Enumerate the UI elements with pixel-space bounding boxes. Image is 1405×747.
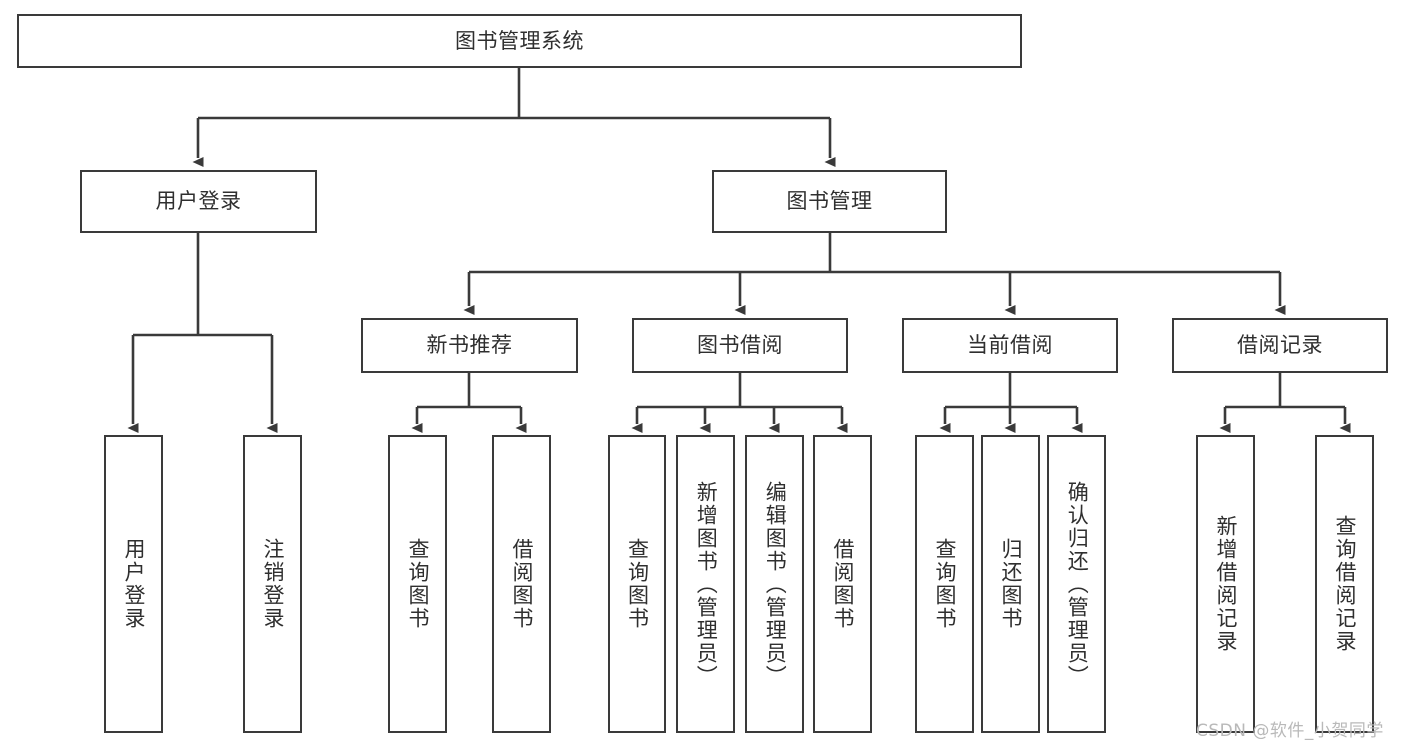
node-label: 借阅记录: [1237, 333, 1323, 358]
node-label: 图书借阅: [697, 333, 783, 358]
node-label: 注销登录: [260, 538, 285, 630]
node-label: 新书推荐: [426, 333, 513, 358]
node-label: 图书管理系统: [455, 28, 584, 53]
node-label: 查询图书: [405, 538, 430, 630]
node-label: 归还图书: [998, 538, 1023, 630]
node-book-borrow[interactable]: 图书借阅: [632, 318, 848, 373]
node-label: 确认归还（管理员）: [1065, 480, 1090, 688]
node-label: 查询图书: [932, 538, 957, 630]
node-label: 查询图书: [625, 538, 650, 630]
node-root-book-management-system[interactable]: 图书管理系统: [17, 14, 1022, 68]
node-borrow-record[interactable]: 借阅记录: [1172, 318, 1388, 373]
leaf-borrow-book[interactable]: 借阅图书: [813, 435, 872, 733]
node-current-borrow[interactable]: 当前借阅: [902, 318, 1118, 373]
watermark-text: CSDN @软件_小贺同学: [1196, 721, 1384, 741]
node-label: 新增图书（管理员）: [694, 480, 719, 688]
leaf-confirm-return-admin[interactable]: 确认归还（管理员）: [1047, 435, 1106, 733]
node-label: 用户登录: [155, 189, 242, 214]
leaf-query-book-borrow[interactable]: 查询图书: [608, 435, 666, 733]
node-label: 图书管理: [786, 189, 873, 214]
leaf-query-borrow-record[interactable]: 查询借阅记录: [1315, 435, 1374, 733]
leaf-add-borrow-record[interactable]: 新增借阅记录: [1196, 435, 1255, 733]
leaf-logout-login[interactable]: 注销登录: [243, 435, 302, 733]
node-label: 新增借阅记录: [1213, 515, 1238, 653]
leaf-return-book[interactable]: 归还图书: [981, 435, 1040, 733]
leaf-user-login[interactable]: 用户登录: [104, 435, 163, 733]
leaf-query-book-recommend[interactable]: 查询图书: [388, 435, 447, 733]
node-user-login[interactable]: 用户登录: [80, 170, 317, 233]
node-label: 编辑图书（管理员）: [763, 480, 788, 688]
leaf-add-book-admin[interactable]: 新增图书（管理员）: [676, 435, 735, 733]
node-label: 借阅图书: [509, 538, 534, 630]
node-label: 当前借阅: [967, 333, 1053, 358]
node-label: 查询借阅记录: [1332, 515, 1357, 653]
leaf-query-book-current[interactable]: 查询图书: [915, 435, 974, 733]
node-label: 用户登录: [121, 538, 146, 630]
node-book-management[interactable]: 图书管理: [712, 170, 947, 233]
leaf-edit-book-admin[interactable]: 编辑图书（管理员）: [745, 435, 804, 733]
leaf-borrow-book-recommend[interactable]: 借阅图书: [492, 435, 551, 733]
node-label: 借阅图书: [830, 538, 855, 630]
node-new-book-recommend[interactable]: 新书推荐: [361, 318, 578, 373]
